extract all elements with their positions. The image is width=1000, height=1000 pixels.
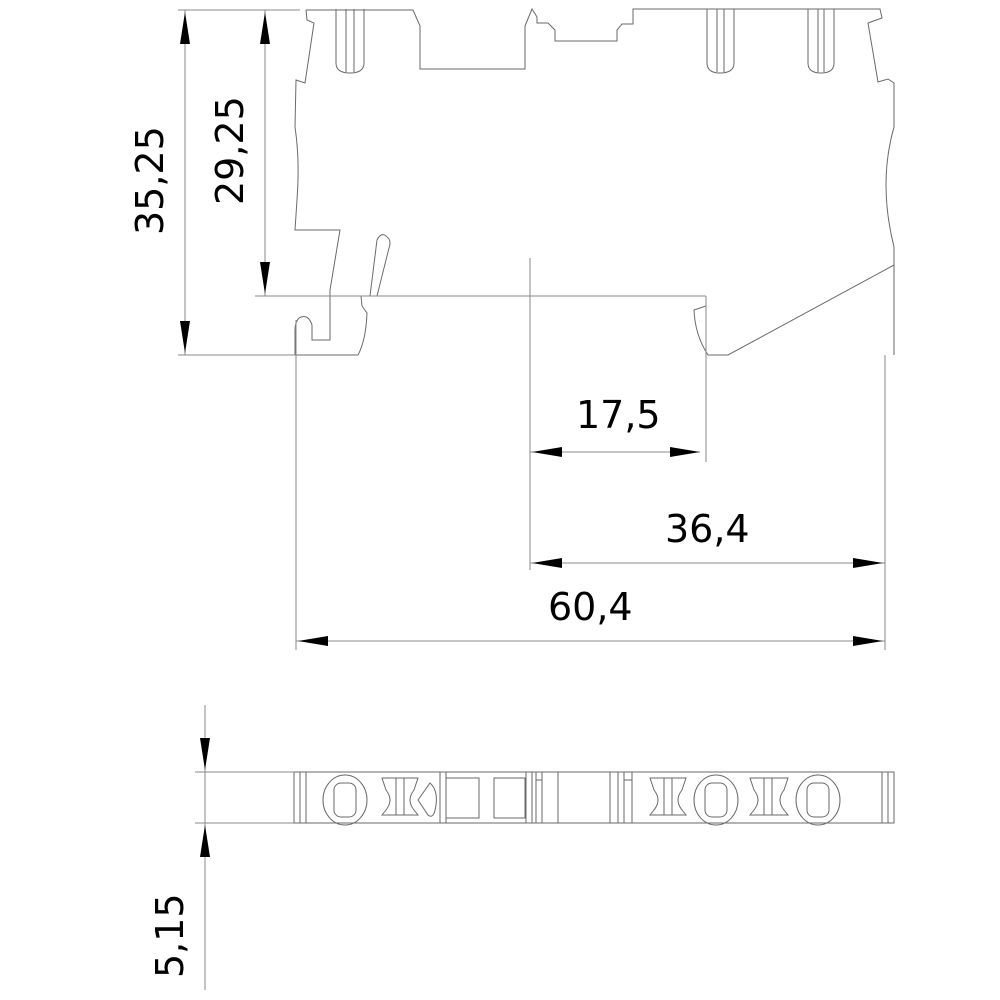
dim-label-17-5: 17,5 bbox=[576, 393, 661, 437]
dimension-lines bbox=[178, 9, 886, 650]
dim-label-36-4: 36,4 bbox=[665, 507, 750, 551]
dim-label-35-25: 35,25 bbox=[128, 126, 172, 235]
dim-label-60-4: 60,4 bbox=[548, 585, 633, 629]
side-view-outline bbox=[294, 7, 895, 356]
dim-label-29-25: 29,25 bbox=[208, 96, 252, 205]
dim-label-5-15: 5,15 bbox=[148, 893, 192, 978]
top-view-outline bbox=[293, 771, 895, 826]
thickness-dimension bbox=[195, 705, 294, 990]
